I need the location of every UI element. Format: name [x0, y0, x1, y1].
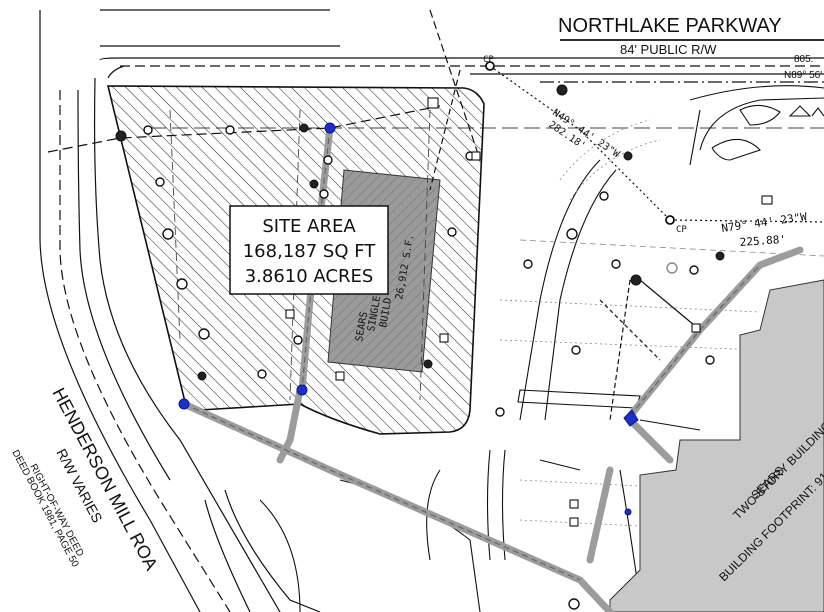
- utility-markers: [178, 122, 639, 516]
- northlake-parkway-curbs: [99, 9, 824, 129]
- survey-traverse: [47, 9, 824, 421]
- parking-lot-islands: [259, 85, 824, 612]
- cp-label-north: CP: [483, 55, 494, 65]
- building-label-fragment-2: BUILD: [378, 297, 394, 329]
- light-poles-filled: [115, 84, 725, 381]
- site-fixtures: [143, 61, 715, 610]
- catch-basins: [285, 97, 773, 527]
- site-area-sqft: 168,187 SQ FT: [243, 241, 377, 262]
- survey-labels: CP CP N49° 44' 23"W 282.18' N79° 44' 23"…: [483, 55, 808, 249]
- survey-distance-2: 225.88': [739, 233, 786, 249]
- site-area-acres: 3.8610 ACRES: [245, 266, 374, 287]
- sears-two-story-building: [609, 279, 824, 612]
- building-label-name: SEARS: [354, 311, 370, 343]
- north-road-bearing: N89° 56': [784, 70, 822, 81]
- survey-bearing-2: N79° 44' 23"W: [721, 210, 808, 235]
- northlake-parkway-label: NORTHLAKE PARKWAY 84' PUBLIC R/W 805. N8…: [558, 15, 822, 81]
- site-area-box: SITE AREA 168,187 SQ FT 3.8610 ACRES: [229, 205, 389, 295]
- north-road-name: NORTHLAKE PARKWAY: [558, 15, 782, 37]
- north-road-distance: 805.: [794, 54, 813, 65]
- site-area-title: SITE AREA: [262, 216, 356, 237]
- henderson-mill-road-label: HENDERSON MILL ROA R/W VARIES RIGHT-OF-W…: [9, 384, 161, 573]
- north-road-row: 84' PUBLIC R/W: [620, 42, 717, 57]
- cp-label-east: CP: [676, 225, 687, 235]
